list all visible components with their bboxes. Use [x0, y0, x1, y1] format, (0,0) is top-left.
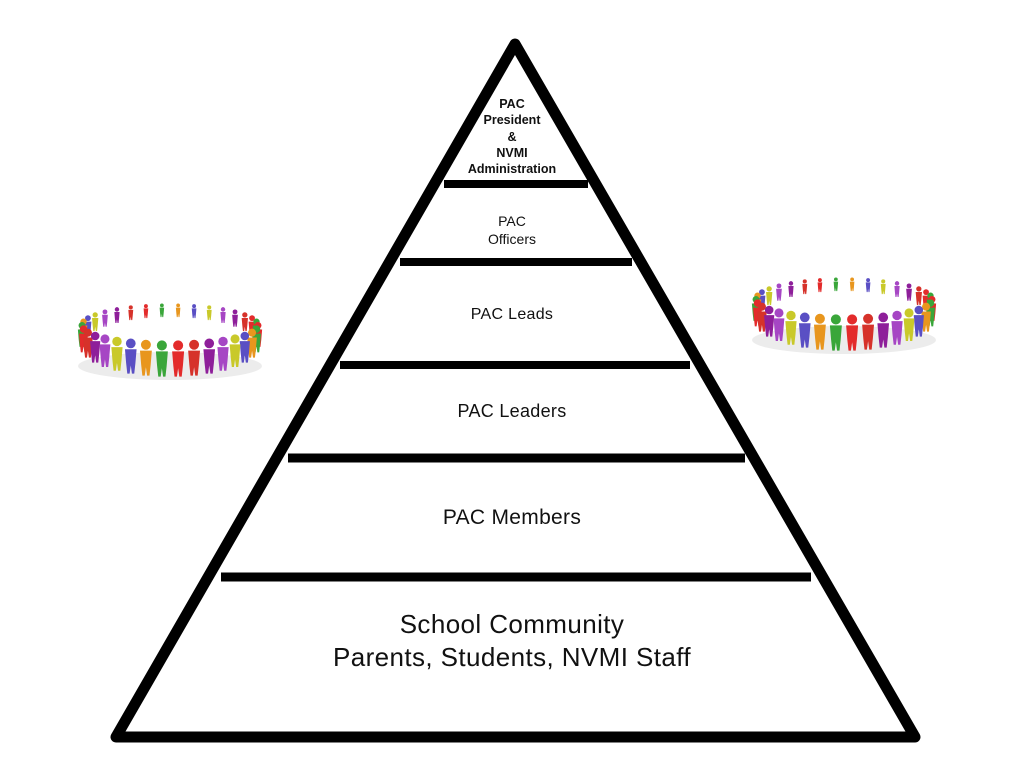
person-figure: [203, 338, 216, 374]
person-figure: [891, 310, 903, 345]
ground-shadow: [752, 326, 936, 354]
person-figure: [159, 303, 165, 318]
tier-label-line: School Community: [399, 609, 625, 639]
person-figure: [849, 277, 855, 292]
tier-label-line: &: [507, 129, 517, 144]
ground-shadow: [78, 352, 262, 380]
person-figure: [206, 305, 212, 321]
tier-label-line: Parents, Students, NVMI Staff: [333, 641, 691, 672]
person-figure: [833, 277, 839, 292]
person-figure: [829, 314, 842, 351]
person-figure: [99, 334, 111, 367]
tier-label-line: PAC: [499, 97, 525, 111]
tier-label-line: PAC: [498, 213, 526, 229]
person-figure: [175, 303, 181, 318]
person-figure: [239, 331, 250, 363]
tier-label-line: PAC Members: [442, 506, 582, 529]
person-figure: [788, 281, 794, 298]
person-figure: [865, 278, 871, 293]
person-figure: [773, 308, 785, 341]
person-figure: [880, 279, 886, 295]
people-circle-icon: [751, 277, 937, 354]
person-figure: [906, 283, 912, 301]
person-figure: [229, 334, 241, 367]
person-figure: [798, 312, 811, 348]
person-figure: [785, 310, 797, 345]
tier-label-line: NVMI: [496, 145, 528, 160]
person-figure: [92, 312, 99, 332]
person-figure: [877, 312, 890, 348]
tier-members: PAC Members: [0, 505, 1024, 530]
person-figure: [124, 338, 137, 374]
tier-label-line: Officers: [488, 230, 536, 247]
person-figure: [128, 305, 134, 321]
person-figure: [155, 340, 168, 377]
tier-school-community: School Community Parents, Students, NVMI…: [0, 608, 1024, 673]
person-figure: [776, 283, 782, 301]
person-figure: [90, 331, 101, 363]
person-figure: [139, 339, 152, 376]
person-figure: [813, 313, 826, 350]
pyramid-outline: [110, 38, 921, 743]
tier-label-line: PAC Leaders: [457, 401, 567, 421]
person-figure: [903, 308, 915, 341]
tier-leads: PAC Leads: [0, 305, 1024, 324]
person-figure: [143, 304, 149, 319]
tier-label-line: Administration: [467, 162, 557, 176]
person-figure: [913, 305, 924, 337]
person-figure: [915, 286, 922, 306]
person-figure: [846, 314, 859, 351]
people-circle-icon: [77, 303, 263, 380]
person-figure: [217, 336, 229, 371]
tier-label-line: President: [483, 113, 541, 128]
tier-president-administration: PAC President & NVMI Administration: [0, 96, 1024, 177]
person-figure: [220, 307, 226, 324]
person-figure: [191, 304, 197, 319]
person-figure: [188, 339, 201, 376]
person-figure: [817, 278, 823, 293]
person-figure: [111, 336, 123, 371]
tier-officers: PAC Officers: [0, 213, 1024, 248]
tier-leaders: PAC Leaders: [0, 401, 1024, 423]
person-figure: [172, 340, 185, 377]
tier-label-line: PAC Leads: [470, 306, 554, 323]
person-figure: [766, 286, 773, 306]
person-figure: [862, 313, 875, 350]
person-figure: [764, 305, 775, 337]
person-figure: [241, 312, 248, 332]
person-figure: [802, 279, 808, 295]
person-figure: [114, 307, 120, 324]
person-figure: [102, 309, 108, 327]
person-figure: [232, 309, 238, 327]
person-figure: [894, 281, 900, 298]
